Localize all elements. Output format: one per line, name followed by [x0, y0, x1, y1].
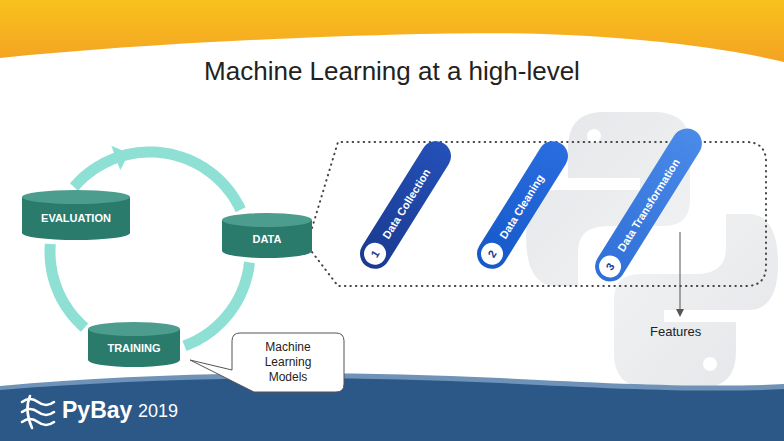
cylinder-label: DATA: [253, 233, 282, 245]
step-number: 2: [476, 239, 506, 269]
number-text: 2: [485, 248, 498, 260]
cylinder-base: [88, 353, 180, 367]
step-number: 1: [359, 239, 389, 269]
brand-name-wrap: PyBay: [62, 397, 132, 424]
cylinder-label: EVALUATION: [41, 212, 111, 224]
cycle-arc: [50, 244, 85, 328]
step-pill: 3 Data Transformation: [589, 123, 707, 287]
cylinder-node: TRAINING: [88, 322, 180, 367]
cylinder-label: TRAINING: [107, 342, 160, 354]
brand-year: 2019: [138, 401, 178, 421]
cylinder-top: [22, 190, 130, 204]
bottom-band-light: [0, 373, 784, 441]
cycle-connector: [50, 244, 85, 328]
features-label-wrap: Features: [650, 322, 701, 340]
features-arrow: [676, 232, 684, 317]
top-band: [0, 0, 784, 62]
step-number: 3: [594, 251, 624, 281]
cylinder-node: EVALUATION: [22, 190, 130, 240]
callout-bubble: Machine Learning Models: [232, 333, 344, 392]
cylinder-base: [22, 226, 130, 240]
step-pill: 1 Data Collection: [354, 136, 456, 275]
cylinder-top: [88, 322, 180, 336]
title-wrap: Machine Learning at a high-level: [0, 56, 784, 87]
step-pill: 2 Data Cleaning: [471, 136, 573, 275]
title: Machine Learning at a high-level: [204, 56, 580, 87]
step-label: Data Collection: [380, 167, 433, 241]
bottom-band: [0, 378, 784, 441]
callout-text: Machine Learning Models: [249, 340, 327, 385]
arrow-head: [111, 146, 129, 170]
cylinder-base: [222, 244, 312, 258]
number-text: 3: [603, 261, 616, 273]
number-text: 1: [368, 248, 381, 260]
pybay-icon: [22, 396, 54, 428]
step-label: Data Cleaning: [497, 172, 546, 241]
step-label: Data Transformation: [615, 156, 682, 253]
callout-path: [190, 333, 344, 392]
brand-year-wrap: 2019: [138, 401, 178, 422]
features-label: Features: [650, 324, 701, 339]
brand-name: PyBay: [62, 397, 132, 423]
cylinder-top: [222, 213, 312, 227]
cylinder-node: DATA: [222, 213, 312, 258]
